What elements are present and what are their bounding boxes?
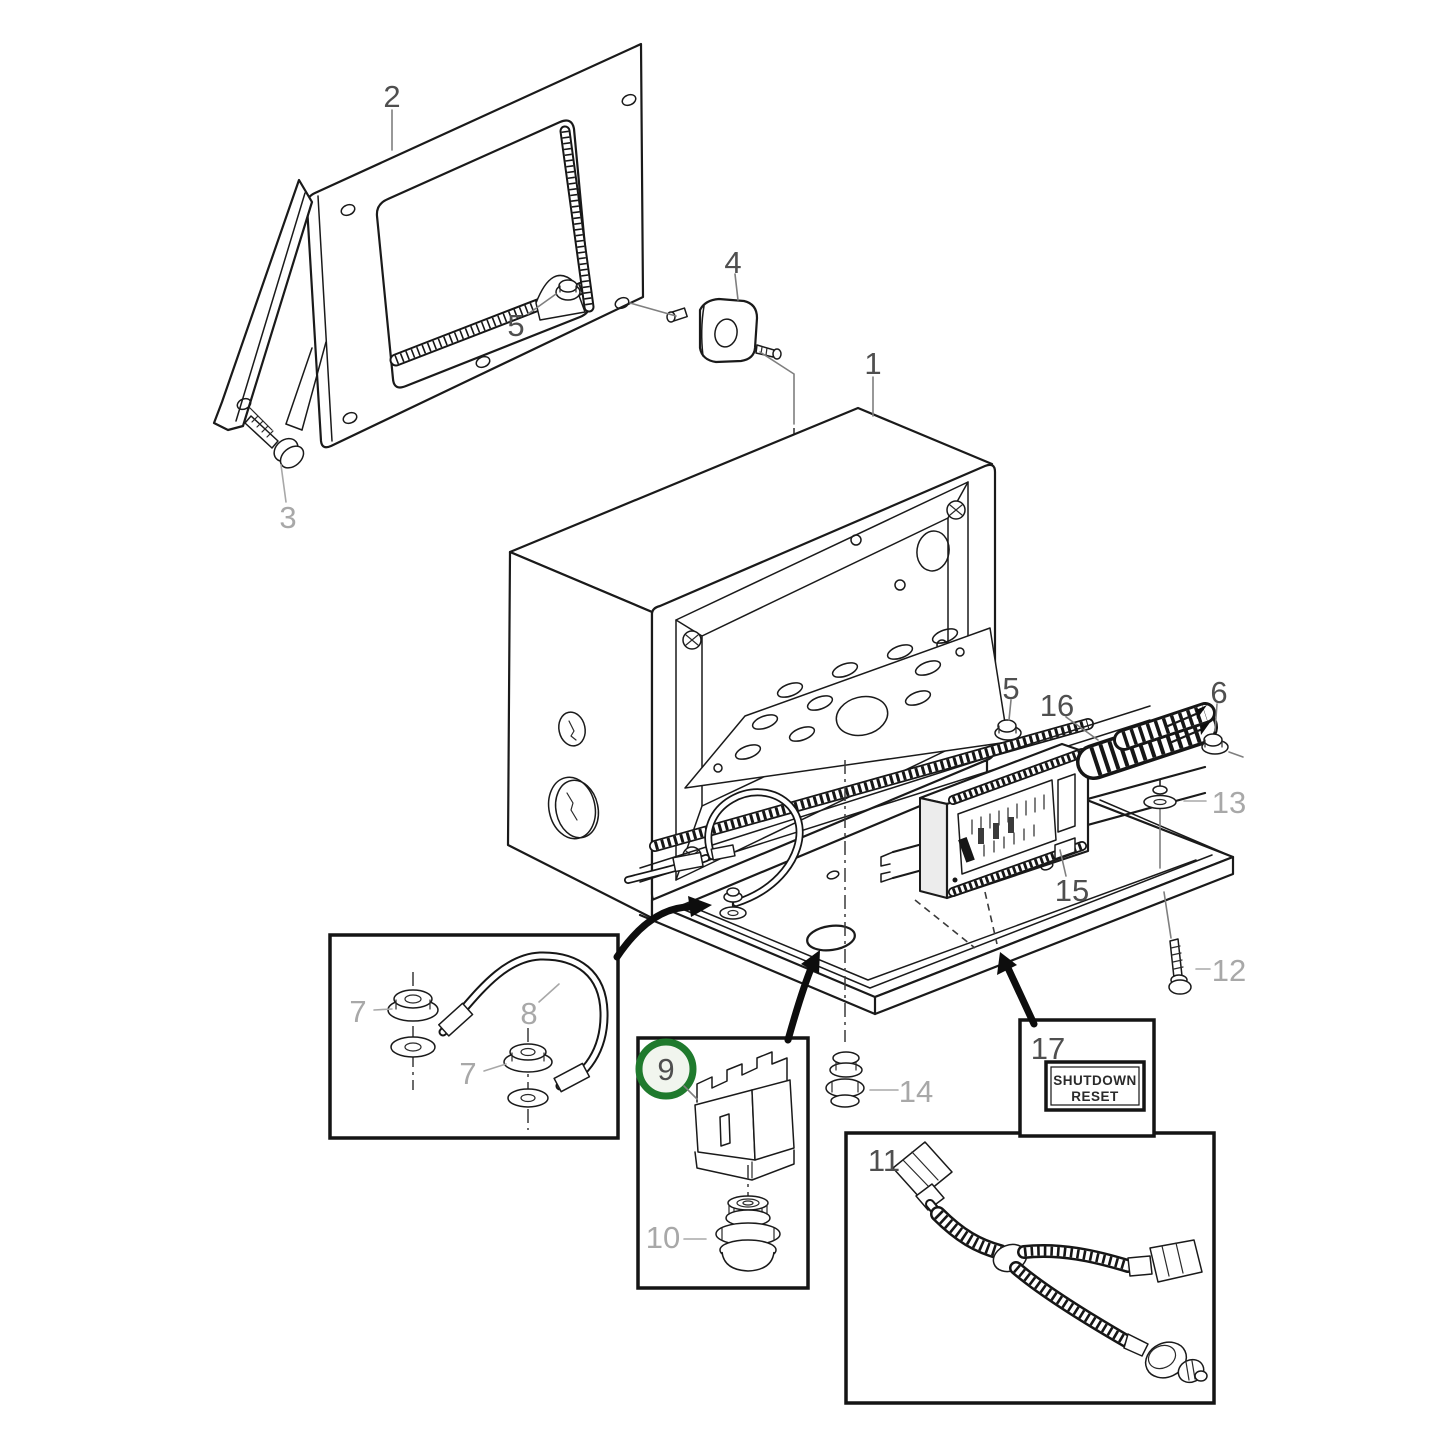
arrow-to-stud: [688, 896, 712, 917]
wire-loom-16: [1076, 702, 1218, 780]
module-label: [957, 779, 1057, 875]
inset-relay-gland: [635, 1036, 810, 1290]
callout-5b: 5: [1002, 671, 1019, 706]
callout-7b: 7: [459, 1056, 476, 1091]
callout-12: 12: [1212, 953, 1246, 988]
callout-7a: 7: [349, 994, 366, 1029]
mounting-panel-assembly: [212, 42, 645, 469]
y-cable-connector-top: [892, 1141, 953, 1211]
panel-window-cutout: [375, 119, 592, 389]
callout-6: 6: [1210, 675, 1227, 710]
callout-5a: 5: [507, 308, 524, 343]
callout-17: 17: [1031, 1031, 1065, 1066]
stud-terminal: [719, 887, 747, 920]
nut-6: [1201, 733, 1244, 758]
arrow-to-module: [997, 952, 1017, 975]
enclosure-box-1: [506, 406, 1009, 920]
knockout-circles: [547, 711, 600, 840]
circuit-module-15: [918, 742, 1090, 900]
flange-nut-7b: [503, 1028, 553, 1130]
callout-8: 8: [520, 996, 537, 1031]
callout-9: 9: [657, 1052, 674, 1087]
module-label-bars: [971, 794, 1045, 857]
panel-screw-holes: [340, 93, 637, 425]
highlight-circle-9: [635, 1038, 697, 1100]
shutdown-label-line2: RESET: [1071, 1089, 1119, 1104]
callout-4: 4: [724, 245, 741, 280]
bolt-3: [244, 407, 305, 469]
callout-14: 14: [899, 1074, 933, 1109]
inset-y-cable: [844, 1131, 1216, 1405]
callout-1: 1: [864, 346, 881, 381]
callout-3: 3: [279, 500, 296, 535]
inset-ground-strap: [328, 933, 620, 1140]
relay-9: [694, 1051, 795, 1181]
nut-5-right: [994, 719, 1022, 741]
locator-arrows: [613, 891, 1038, 1044]
nut-5-panel: [555, 279, 581, 301]
arrow-to-hole: [801, 950, 820, 974]
gland-nut-14: [825, 760, 865, 1108]
flange-nut-7a: [387, 972, 439, 1090]
callout-13: 13: [1212, 785, 1246, 820]
panel-stand-bracket: [212, 178, 314, 432]
screw-13: [1143, 779, 1177, 939]
shutdown-reset-plate: [1044, 1060, 1146, 1112]
box-bottom-plate: [684, 627, 1009, 789]
internal-ground-wire: [624, 788, 804, 920]
gland-10: [715, 1195, 781, 1272]
callout-16: 16: [1040, 688, 1074, 723]
shutdown-reset-callout: SHUTDOWN RESET: [1018, 1018, 1156, 1138]
y-cable-connector-right: [1127, 1239, 1203, 1283]
callout-11: 11: [868, 1143, 900, 1178]
y-cable-connector-bottom: [1123, 1333, 1208, 1384]
tray-cable-hole: [806, 924, 856, 952]
shutdown-label-line1: SHUTDOWN: [1053, 1073, 1137, 1088]
screw-12: [1168, 938, 1192, 995]
callout-10: 10: [646, 1220, 680, 1255]
callout-2: 2: [383, 79, 400, 114]
callout-labels: 2 3 5 4 1 5 16 6 13 12 15 17 7 8 7 9 10 …: [279, 79, 1246, 1255]
callout-15: 15: [1055, 873, 1089, 908]
